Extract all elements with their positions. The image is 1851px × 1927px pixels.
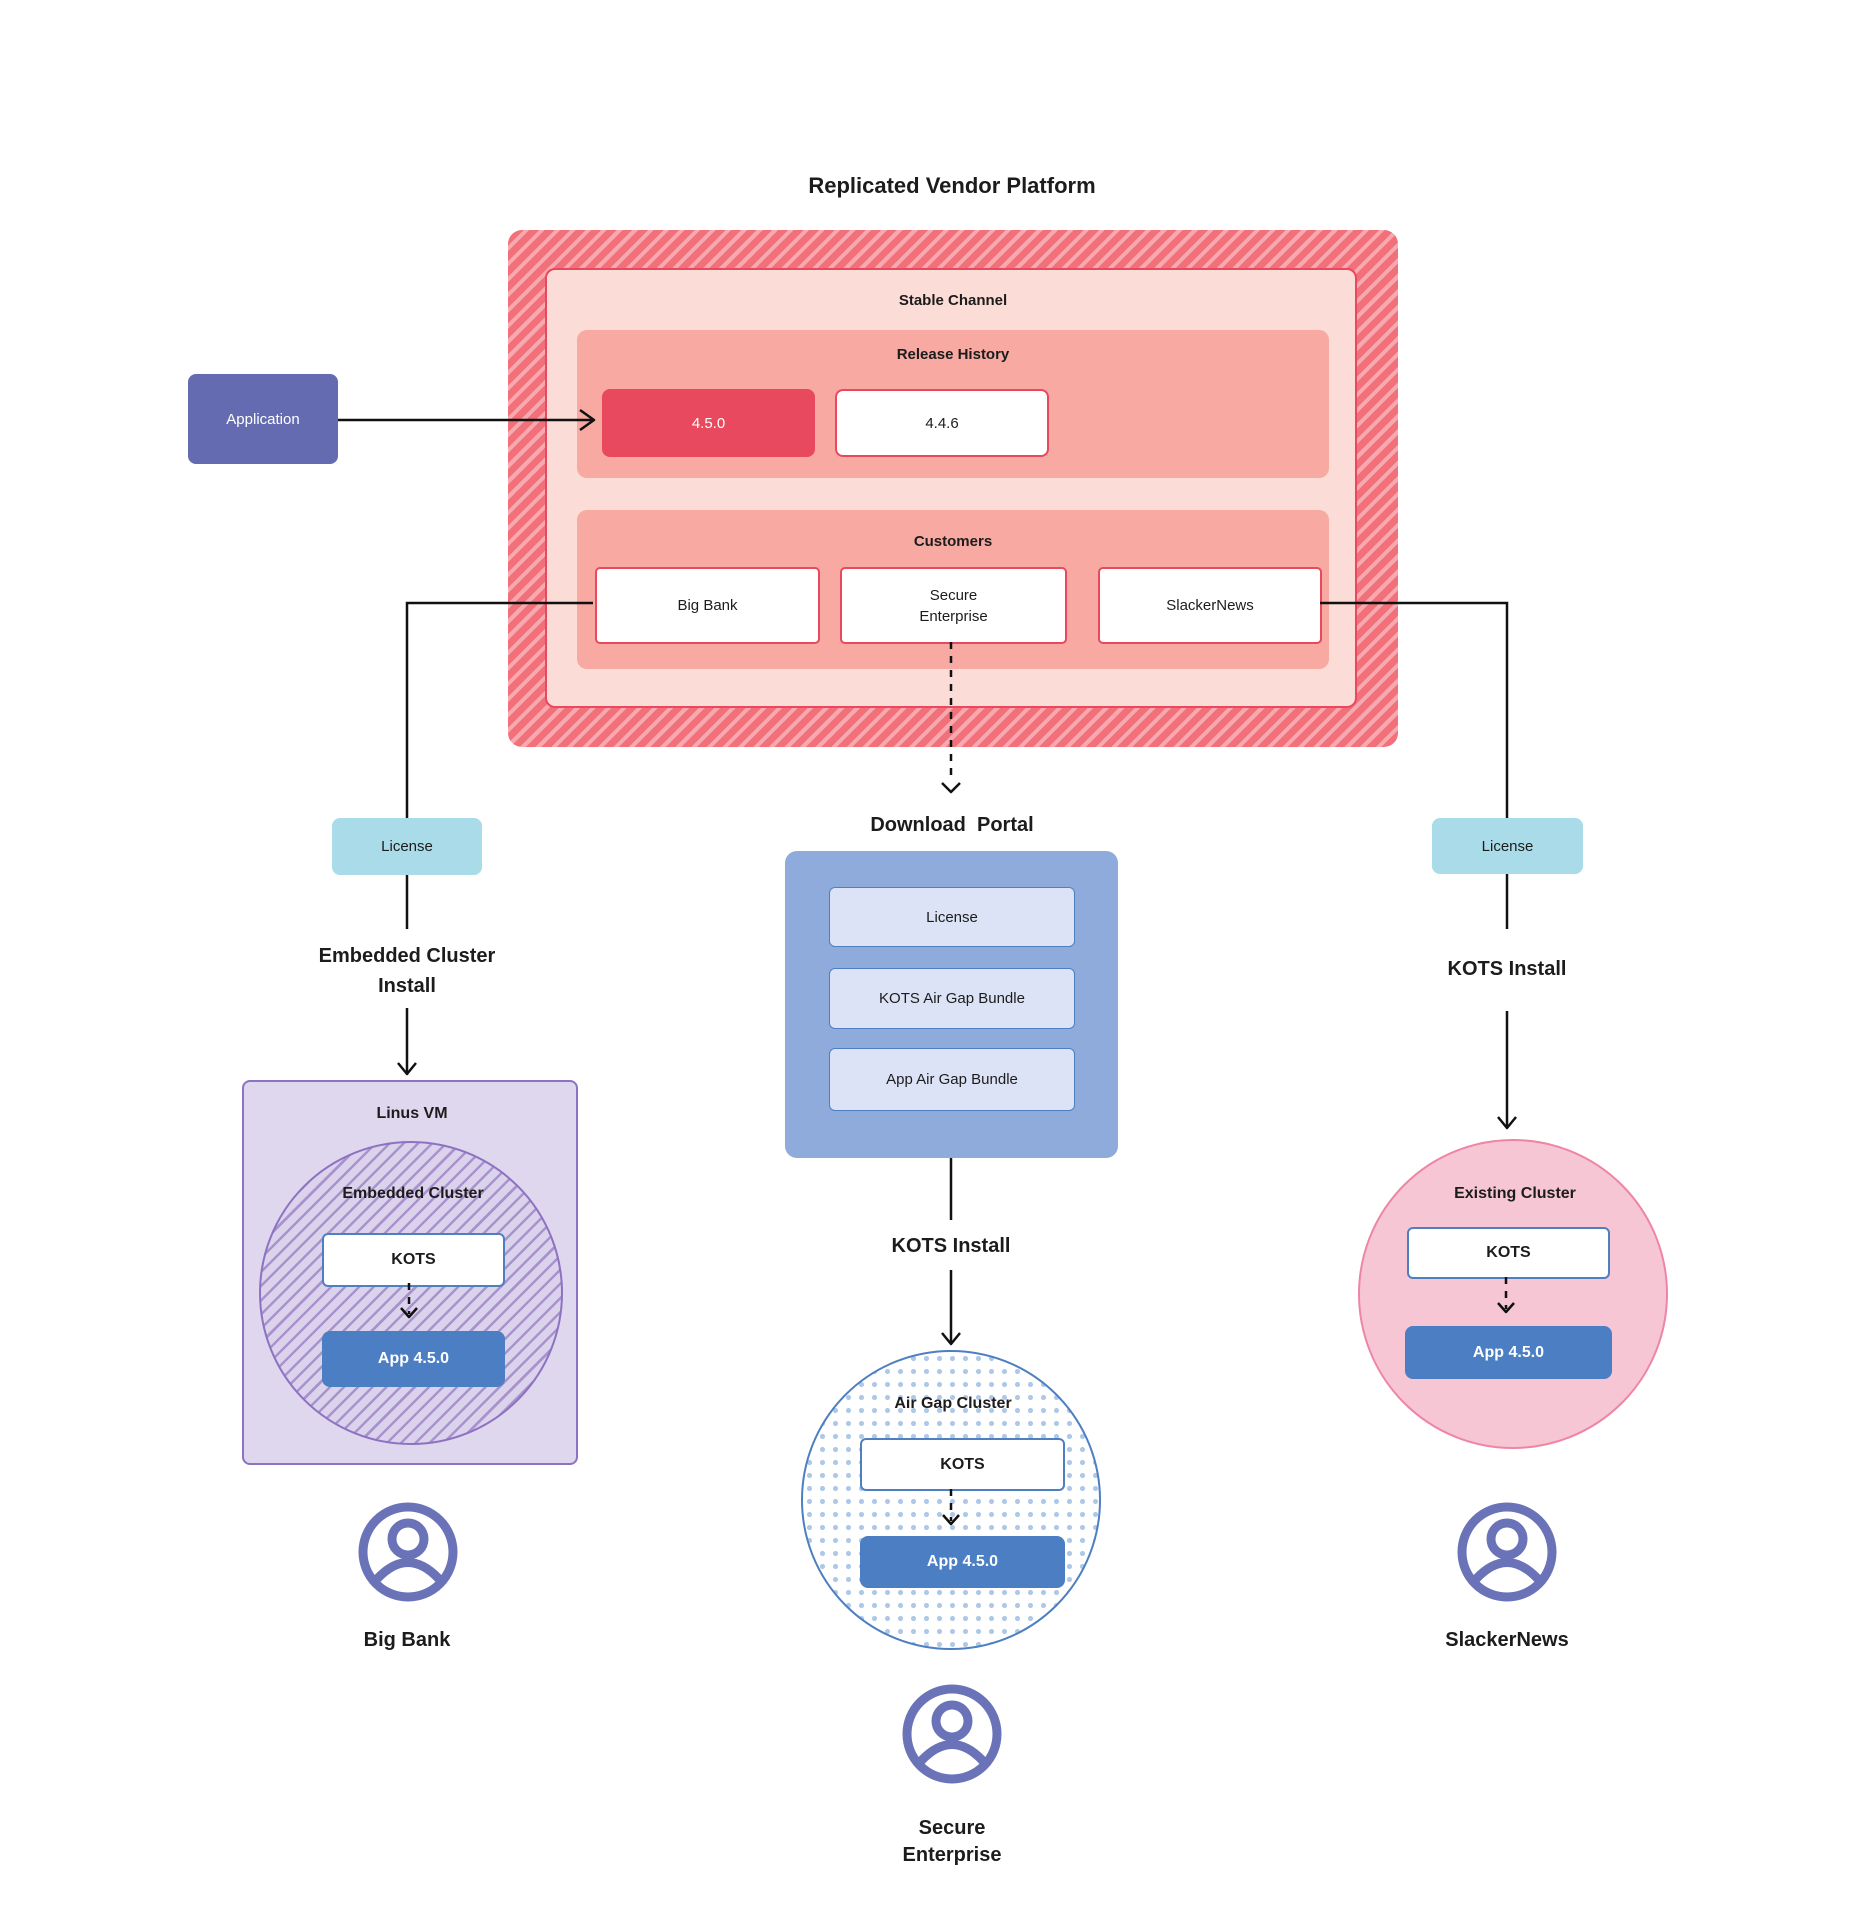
portal-item-app-airgap-bundle: App Air Gap Bundle	[829, 1048, 1075, 1111]
kots-node-right: KOTS	[1407, 1227, 1610, 1279]
customers-label: Customers	[913, 533, 993, 550]
customer-slackernews: SlackerNews	[1098, 567, 1322, 644]
download-portal-label: Download Portal	[870, 814, 1034, 836]
release-version-previous: 4.4.6	[835, 389, 1049, 457]
embedded-cluster-circle: Embedded Cluster KOTS App 4.5.0	[259, 1141, 563, 1445]
stable-channel-box: Stable Channel Release History 4.5.0 4.4…	[545, 268, 1357, 708]
app-node-left: App 4.5.0	[322, 1331, 505, 1387]
release-history-section: Release History 4.5.0 4.4.6	[577, 330, 1329, 478]
app-node-right: App 4.5.0	[1405, 1326, 1612, 1379]
customers-section: Customers Big Bank Secure Enterprise Sla…	[577, 510, 1329, 669]
release-history-label: Release History	[896, 346, 1010, 363]
existing-cluster-circle: Existing Cluster KOTS App 4.5.0	[1358, 1139, 1668, 1449]
license-node-left: License	[332, 818, 482, 875]
portal-item-kots-airgap-bundle: KOTS Air Gap Bundle	[829, 968, 1075, 1029]
linus-vm-label: Linus VM	[376, 1105, 448, 1122]
person-icon-big-bank	[358, 1502, 458, 1602]
person-icon-slackernews	[1457, 1502, 1557, 1602]
embedded-cluster-label: Embedded Cluster	[342, 1185, 484, 1202]
person-label-slackernews: SlackerNews	[1445, 1629, 1569, 1651]
linus-vm-box: Linus VM Embedded Cluster KOTS App 4.5.0	[242, 1080, 578, 1465]
kots-install-label-right: KOTS Install	[1447, 958, 1567, 980]
download-portal-box: License KOTS Air Gap Bundle App Air Gap …	[785, 851, 1118, 1158]
kots-node-left: KOTS	[322, 1233, 505, 1287]
existing-cluster-label: Existing Cluster	[1454, 1185, 1576, 1202]
kots-node-middle: KOTS	[860, 1438, 1065, 1491]
air-gap-cluster-label: Air Gap Cluster	[894, 1395, 1012, 1412]
person-icon-secure-enterprise	[902, 1684, 1002, 1784]
release-version-current: 4.5.0	[602, 389, 815, 457]
person-label-big-bank: Big Bank	[363, 1629, 451, 1651]
air-gap-cluster-circle: Air Gap Cluster KOTS App 4.5.0	[801, 1350, 1101, 1650]
application-node: Application	[188, 374, 338, 464]
portal-item-license: License	[829, 887, 1075, 947]
app-node-middle: App 4.5.0	[860, 1536, 1065, 1588]
kots-install-label-middle: KOTS Install	[891, 1235, 1011, 1257]
arrowhead-kots-install-right	[1497, 1116, 1517, 1130]
vendor-platform-box: Stable Channel Release History 4.5.0 4.4…	[508, 230, 1398, 747]
page-title: Replicated Vendor Platform	[808, 173, 1096, 198]
stable-channel-label: Stable Channel	[898, 292, 1008, 309]
person-label-secure-enterprise: Secure Enterprise	[902, 1817, 1002, 1866]
arrowhead-kots-install-middle	[941, 1332, 961, 1346]
arrowhead-embedded-install	[397, 1062, 417, 1076]
arrowhead-secure-to-portal	[941, 782, 961, 794]
customer-secure-enterprise: Secure Enterprise	[840, 567, 1067, 644]
license-node-right: License	[1432, 818, 1583, 874]
customer-big-bank: Big Bank	[595, 567, 820, 644]
embedded-cluster-install-label: Embedded Cluster Install	[318, 945, 496, 997]
